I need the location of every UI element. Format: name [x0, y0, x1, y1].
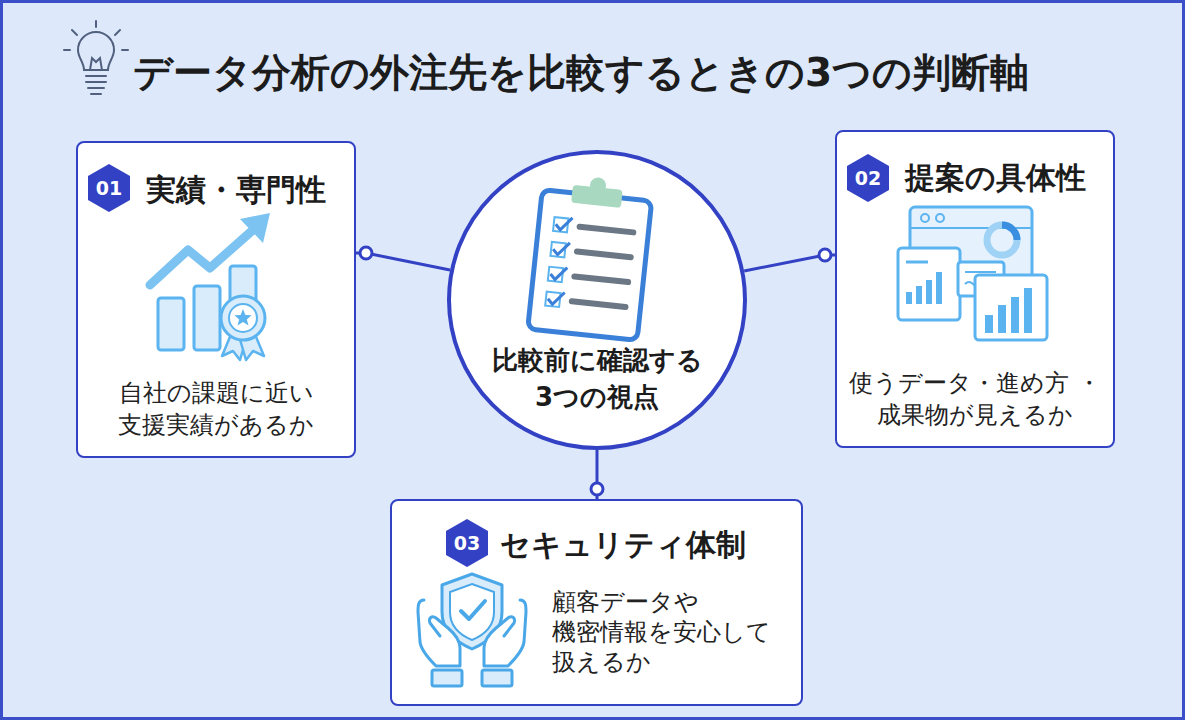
- bulb-base: [91, 93, 101, 95]
- connector-dot: [819, 249, 831, 261]
- criterion-heading: セキュリティ体制: [500, 523, 746, 567]
- bulb-glass: [78, 32, 114, 70]
- callout-number: 02: [843, 153, 893, 203]
- criterion-heading: 提案の具体性: [905, 156, 1086, 200]
- bulb-ray: [72, 30, 77, 35]
- bulb-ray: [122, 49, 128, 51]
- criterion-box: 提案の具体性使うデータ・進め方 ・成果物が見えるか 02: [835, 130, 1115, 448]
- number-badge: 01: [84, 163, 134, 213]
- bulb-ray: [95, 21, 97, 27]
- connector-dot: [360, 247, 372, 259]
- bulb-ray: [64, 49, 70, 51]
- callout-number: 01: [84, 163, 134, 213]
- bulb-filament: [90, 58, 102, 70]
- circle-outline: [449, 152, 745, 448]
- lightbulb-icon: [64, 21, 128, 94]
- center-circle: 比較前に確認する 3つの視点: [447, 150, 747, 450]
- diagram-title: データ分析の外注先を比較するときの3つの判断軸: [133, 45, 1143, 101]
- callout-number: 03: [442, 518, 492, 568]
- criterion-box: 実績・専門性自社の課題に近い 支援実績があるか 01: [76, 141, 356, 458]
- criterion-description: 使うデータ・進め方 ・成果物が見えるか: [837, 367, 1113, 431]
- number-badge: 03: [442, 518, 492, 568]
- bulb-ray: [115, 30, 120, 35]
- bulb-base: [86, 75, 106, 77]
- bulb-base: [88, 87, 104, 89]
- connector-dot: [591, 483, 603, 495]
- center-caption: 比較前に確認する 3つの視点: [467, 342, 727, 416]
- number-badge: 02: [843, 153, 893, 203]
- criterion-box: セキュリティ体制顧客データや 機密情報を安心して 扱えるか 03: [390, 499, 803, 706]
- criterion-description: 自社の課題に近い 支援実績があるか: [78, 377, 354, 441]
- criterion-heading: 実績・専門性: [146, 168, 326, 212]
- bulb-base: [86, 81, 106, 83]
- criterion-description: 顧客データや 機密情報を安心して 扱えるか: [552, 587, 792, 677]
